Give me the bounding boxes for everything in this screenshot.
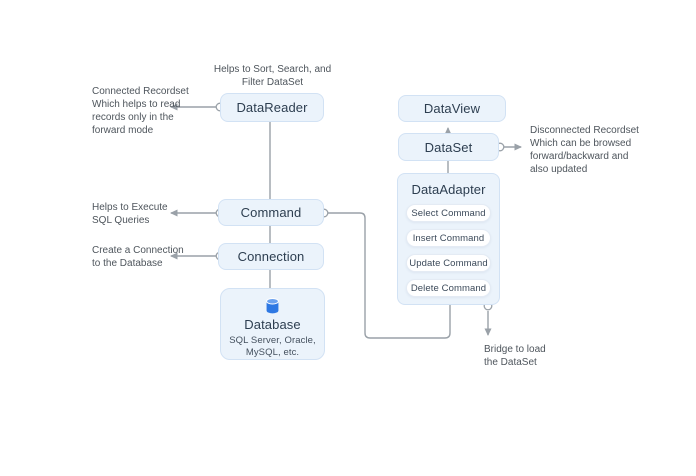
annotation-create-connection: Create a Connection to the Database	[92, 245, 184, 269]
node-dataview-label: DataView	[423, 101, 481, 116]
node-dataset-label: DataSet	[424, 139, 473, 155]
annotation-execute-queries: Helps to Execute SQL Queries	[92, 202, 168, 226]
connector-command-dataadapter	[324, 212, 451, 339]
annotation-sort-filter: Helps to Sort, Search, and Filter DataSe…	[213, 64, 332, 88]
node-dataset: DataSet	[398, 133, 499, 161]
node-datareader: DataReader	[220, 93, 324, 122]
node-database-subtitle: SQL Server, Oracle, MySQL, etc.	[229, 335, 316, 358]
pill-delete-command: Delete Command	[406, 279, 491, 297]
node-database-label: Database	[244, 317, 301, 332]
node-command-label: Command	[240, 205, 302, 220]
database-icon	[266, 298, 279, 314]
node-dataview: DataView	[398, 95, 506, 122]
node-connection: Connection	[218, 243, 324, 270]
pill-insert-command: Insert Command	[406, 229, 491, 247]
pill-select-command: Select Command	[406, 204, 491, 222]
node-dataadapter-label: DataAdapter	[411, 182, 486, 197]
node-database: Database SQL Server, Oracle, MySQL, etc.	[220, 288, 325, 360]
pill-update-command: Update Command	[406, 254, 491, 272]
node-datareader-label: DataReader	[236, 100, 308, 115]
annotation-bridge: Bridge to load the DataSet	[484, 344, 546, 368]
node-connection-label: Connection	[237, 249, 305, 264]
node-dataadapter: DataAdapter Select Command Insert Comman…	[397, 173, 500, 305]
annotation-disconnected-recordset: Disconnected Recordset Which can be brow…	[530, 125, 639, 175]
annotation-connected-recordset: Connected Recordset Which helps to read …	[92, 86, 189, 136]
node-command: Command	[218, 199, 324, 226]
